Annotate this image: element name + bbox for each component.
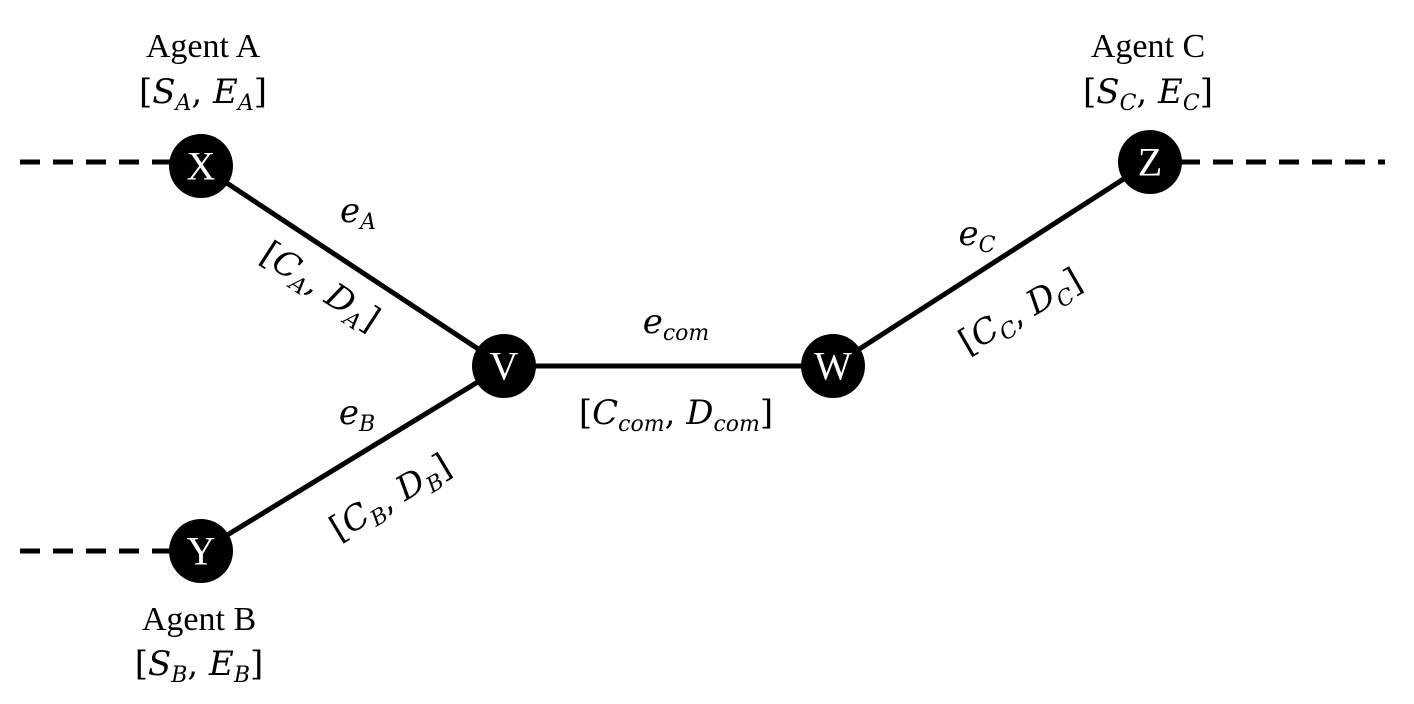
agent-c-name: Agent C bbox=[1091, 28, 1205, 65]
edge-ecom-label: ecom bbox=[643, 302, 710, 346]
node-v-circle bbox=[472, 334, 536, 398]
agent-a-window: [SA, EA] bbox=[139, 72, 267, 116]
node-z: Z bbox=[1118, 130, 1182, 194]
edge-y-v bbox=[199, 363, 506, 554]
node-z-label: Z bbox=[1138, 140, 1162, 185]
agent-b-name: Agent B bbox=[142, 601, 256, 638]
node-y: Y bbox=[169, 519, 233, 583]
node-y-label: Y bbox=[187, 529, 216, 574]
edge-ec-label: eC bbox=[959, 214, 996, 258]
node-v-label: V bbox=[490, 344, 519, 389]
node-w-label: W bbox=[814, 344, 852, 389]
node-w-circle bbox=[801, 334, 865, 398]
agent-b-window: [SB, EB] bbox=[135, 644, 264, 688]
edge-eb-label: eB bbox=[339, 393, 375, 437]
node-z-circle bbox=[1118, 130, 1182, 194]
edge-x-v bbox=[199, 163, 506, 369]
node-x-circle bbox=[169, 134, 233, 198]
node-w: W bbox=[801, 334, 865, 398]
node-y-circle bbox=[169, 519, 233, 583]
agent-c-window: [SC, EC] bbox=[1083, 72, 1213, 116]
edge-ea-label: eA bbox=[340, 191, 376, 235]
edge-w-z bbox=[831, 159, 1152, 369]
node-x-label: X bbox=[187, 144, 216, 189]
node-x: X bbox=[169, 134, 233, 198]
edge-ea-window: [CA, DA] bbox=[251, 234, 387, 343]
agent-a-name: Agent A bbox=[146, 28, 261, 65]
node-v: V bbox=[472, 334, 536, 398]
edge-ecom-window: [Ccom, Dcom] bbox=[579, 393, 773, 437]
